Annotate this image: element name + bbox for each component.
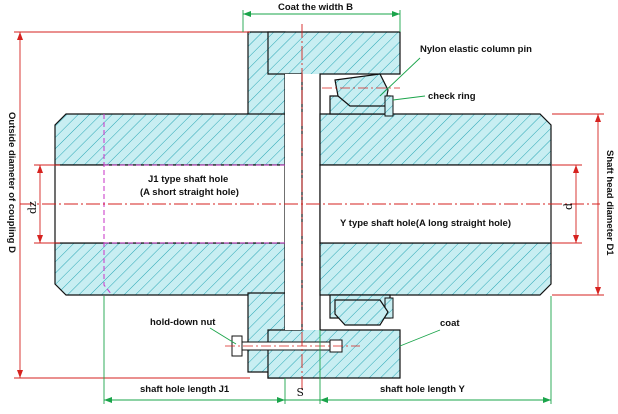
label-hold-down-nut: hold-down nut xyxy=(150,317,216,328)
right-hub xyxy=(319,95,552,319)
left-hub-upper xyxy=(54,113,286,166)
label-j1-hole-2: (A short straight hole) xyxy=(140,187,239,198)
label-nylon-pin: Nylon elastic column pin xyxy=(420,44,532,55)
j1-hole-outline xyxy=(103,114,285,296)
label-j1-hole-1: J1 type shaft hole xyxy=(148,174,228,185)
left-hub-lower xyxy=(54,242,286,296)
red-arrowheads xyxy=(17,32,601,378)
label-shaft-len-y: shaft hole length Y xyxy=(380,384,465,395)
label-coat: coat xyxy=(440,318,460,329)
dimension-lines xyxy=(14,31,604,379)
label-gap-s: S xyxy=(296,385,304,398)
leader-lines xyxy=(103,10,552,404)
label-d: d xyxy=(562,203,575,210)
nylon-pin-lower xyxy=(334,299,389,326)
label-shaft-head-diameter: Shaft head diameter D1 xyxy=(604,150,615,256)
right-hub-lower xyxy=(319,242,552,296)
label-y-hole: Y type shaft hole(A long straight hole) xyxy=(340,218,511,229)
label-outside-diameter: Outside diameter of coupling D xyxy=(6,112,17,253)
label-dz: dz xyxy=(26,201,39,214)
label-shaft-len-j1: shaft hole length J1 xyxy=(140,384,230,395)
check-ring-top xyxy=(384,95,394,117)
label-coat-width: Coat the width B xyxy=(278,2,353,13)
right-hub-upper xyxy=(319,113,552,166)
arrowheads xyxy=(104,11,551,403)
label-check-ring: check ring xyxy=(428,91,476,102)
